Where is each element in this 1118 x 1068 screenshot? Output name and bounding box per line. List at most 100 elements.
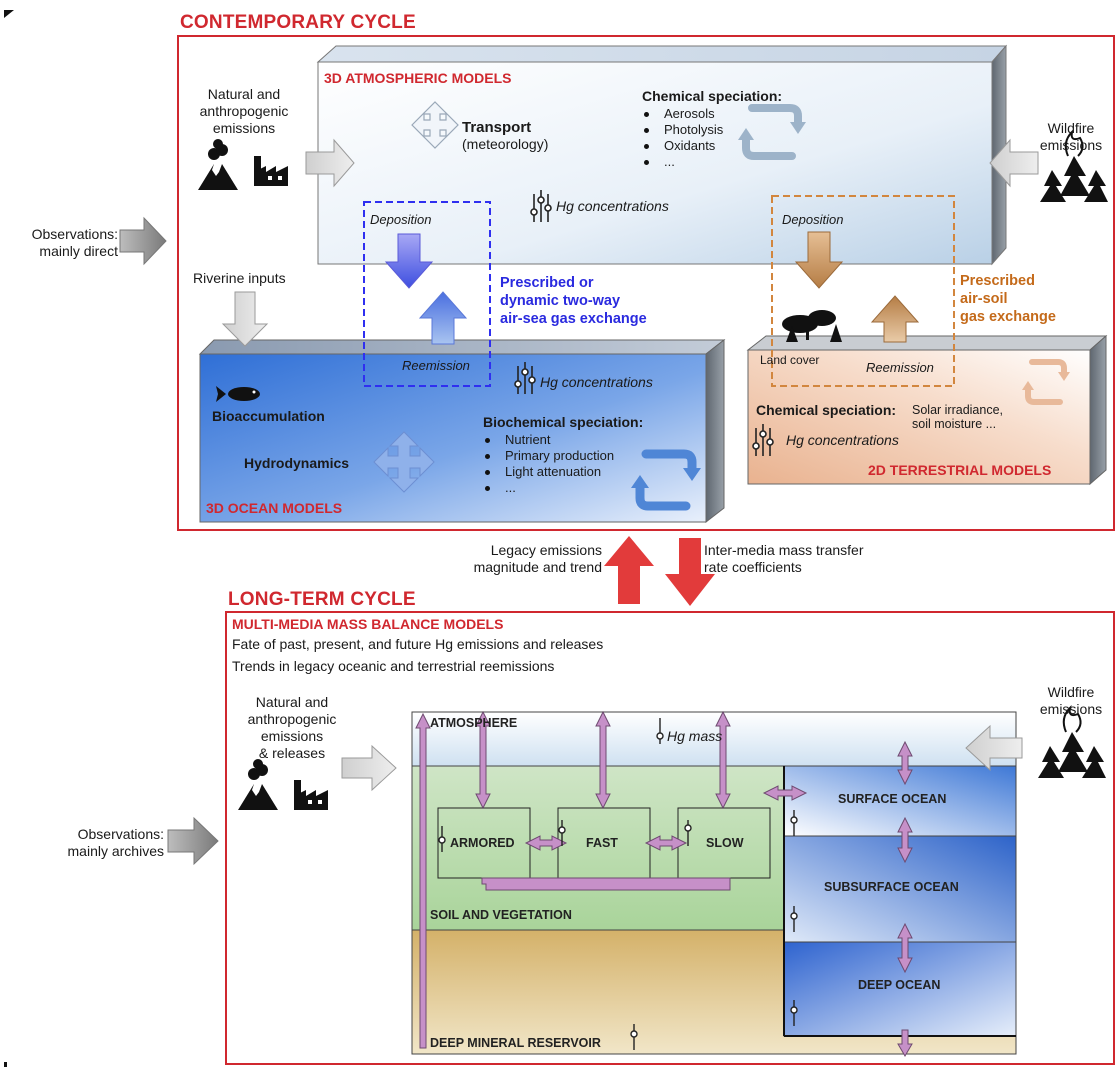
lt-wildfire-trees-icon — [1038, 704, 1106, 778]
longterm-cycle-title: LONG-TERM CYCLE — [228, 589, 416, 610]
fish-icon — [216, 386, 260, 402]
observations-archives-label: Observations: mainly archives — [40, 826, 164, 860]
land-cover-trees-icon — [782, 310, 842, 342]
transport-arrow-icon — [411, 101, 459, 149]
lt-emissions-line: & releases — [258, 745, 326, 761]
emissions-line: emissions — [212, 120, 276, 136]
transport-subtitle: (meteorology) — [462, 136, 549, 152]
lt-wildfire-input-arrow — [965, 724, 1023, 772]
terrestrial-models-title: 2D TERRESTRIAL MODELS — [868, 462, 1052, 478]
ocean-models-title: 3D OCEAN MODELS — [206, 500, 343, 516]
terrestrial-detail-line: Solar irradiance, — [912, 403, 1004, 417]
observations-archives-line: Observations: — [77, 826, 164, 842]
lt-volcano-icon — [238, 759, 278, 810]
riverine-inputs-label: Riverine inputs — [193, 270, 286, 286]
biochem-item: ... — [483, 480, 643, 496]
hg-slider-icon — [752, 424, 774, 456]
emissions-input-arrow — [305, 138, 355, 188]
volcano-icon — [198, 139, 238, 190]
bioaccumulation-label: Bioaccumulation — [212, 408, 325, 424]
soil-deposition-label: Deposition — [782, 212, 844, 227]
emissions-line: Natural and — [207, 86, 281, 102]
legacy-line: Legacy emissions — [490, 542, 602, 558]
fate-text: Fate of past, present, and future Hg emi… — [232, 636, 604, 652]
armored-label: ARMORED — [450, 836, 515, 850]
transport-title: Transport — [462, 119, 532, 136]
chemistry-cycle-icon — [742, 104, 802, 160]
atmospheric-box — [316, 44, 1008, 266]
observations-line: mainly direct — [39, 243, 118, 259]
observations-direct-label: Observations: mainly direct — [6, 226, 118, 260]
chemical-speciation-title: Chemical speciation: — [642, 88, 783, 104]
lt-emissions-line: emissions — [260, 728, 324, 744]
legacy-line: magnitude and trend — [473, 559, 602, 575]
hydrodynamics-arrow-icon — [373, 431, 435, 493]
atmos-hg-concentrations: Hg concentrations — [556, 198, 669, 214]
soil-vegetation-label: SOIL AND VEGETATION — [430, 908, 572, 922]
lt-hg-mass-label: Hg mass — [667, 728, 723, 744]
corner-mark — [4, 10, 14, 18]
ocean-hg-concentrations: Hg concentrations — [540, 374, 653, 390]
biochem-item: Primary production — [483, 448, 643, 464]
hg-slider-icon — [530, 190, 552, 222]
air-sea-line: Prescribed or — [500, 275, 594, 291]
observations-archives-arrow — [167, 816, 219, 866]
hydrodynamics-label: Hydrodynamics — [244, 455, 350, 471]
biochemical-speciation-title: Biochemical speciation: — [483, 414, 644, 430]
wildfire-input-arrow — [989, 138, 1039, 188]
terrestrial-chem-detail: Solar irradiance, soil moisture ... — [912, 403, 1003, 431]
chem-item: Oxidants — [642, 138, 782, 154]
chem-item: Aerosols — [642, 106, 782, 122]
intermedia-transfer-label: Inter-media mass transfer rate coefficie… — [704, 542, 864, 576]
chem-item: Photolysis — [642, 122, 782, 138]
lt-surface-ocean-box — [783, 765, 1017, 837]
ocean-box — [198, 338, 726, 524]
biochem-item: Nutrient — [483, 432, 643, 448]
chem-item: ... — [642, 154, 782, 170]
biochemical-speciation-block: Biochemical speciation: Nutrient Primary… — [483, 414, 643, 496]
observations-line: Observations: — [31, 226, 118, 242]
deep-ocean-label: DEEP OCEAN — [858, 978, 941, 992]
contemporary-cycle-title: CONTEMPORARY CYCLE — [180, 12, 416, 33]
transport-label: Transport (meteorology) — [462, 119, 548, 152]
air-soil-line: gas exchange — [960, 309, 1056, 325]
lt-hg-slider-icon — [438, 718, 798, 1050]
lt-emissions-line: Natural and — [255, 694, 329, 710]
soil-reemission-arrow — [870, 295, 920, 343]
emissions-label: Natural and anthropogenic emissions — [186, 86, 302, 137]
lt-emissions-input-arrow — [341, 744, 397, 792]
observations-direct-arrow — [119, 216, 167, 266]
terrestrial-cycle-arrowheads — [1022, 372, 1070, 390]
purple-flux-arrows — [415, 710, 913, 1057]
biochemistry-cycle-icon — [635, 449, 697, 511]
slow-label: SLOW — [706, 836, 744, 850]
soil-deposition-arrow — [794, 231, 844, 289]
air-sea-line: air-sea gas exchange — [500, 311, 647, 327]
sea-deposition-arrow — [384, 233, 434, 289]
subsurface-ocean-label: SUBSURFACE OCEAN — [824, 880, 959, 894]
land-cover-label: Land cover — [760, 353, 820, 367]
lt-atmosphere-label: ATMOSPHERE — [430, 716, 518, 730]
wildfire-line: emissions — [1039, 137, 1103, 153]
biochem-item: Light attenuation — [483, 464, 643, 480]
legacy-emissions-label: Legacy emissions magnitude and trend — [430, 542, 602, 576]
chemistry-cycle-arrowheads — [738, 122, 806, 140]
surface-ocean-label: SURFACE OCEAN — [838, 792, 947, 806]
sea-deposition-label: Deposition — [370, 212, 432, 227]
sea-reemission-arrow — [418, 291, 468, 345]
atmospheric-models-title: 3D ATMOSPHERIC MODELS — [324, 70, 512, 86]
air-sea-exchange-label: Prescribed or dynamic two-way air-sea ga… — [500, 274, 647, 328]
hg-slider-icon — [514, 362, 536, 394]
air-soil-line: Prescribed — [960, 273, 1035, 289]
lt-subsurface-ocean-box — [783, 835, 1017, 943]
lt-wildfire-line: Wildfire — [1047, 684, 1095, 700]
intermedia-line: Inter-media mass transfer — [704, 542, 864, 558]
terrestrial-chem-speciation-title: Chemical speciation: — [756, 402, 897, 418]
factory-icon — [254, 156, 288, 186]
lt-wildfire-line: emissions — [1039, 701, 1103, 717]
contemporary-frame — [177, 35, 1115, 531]
intermedia-line: rate coefficients — [704, 559, 802, 575]
air-sea-dashed-box — [363, 201, 491, 387]
wildfire-trees-icon — [1040, 128, 1108, 202]
